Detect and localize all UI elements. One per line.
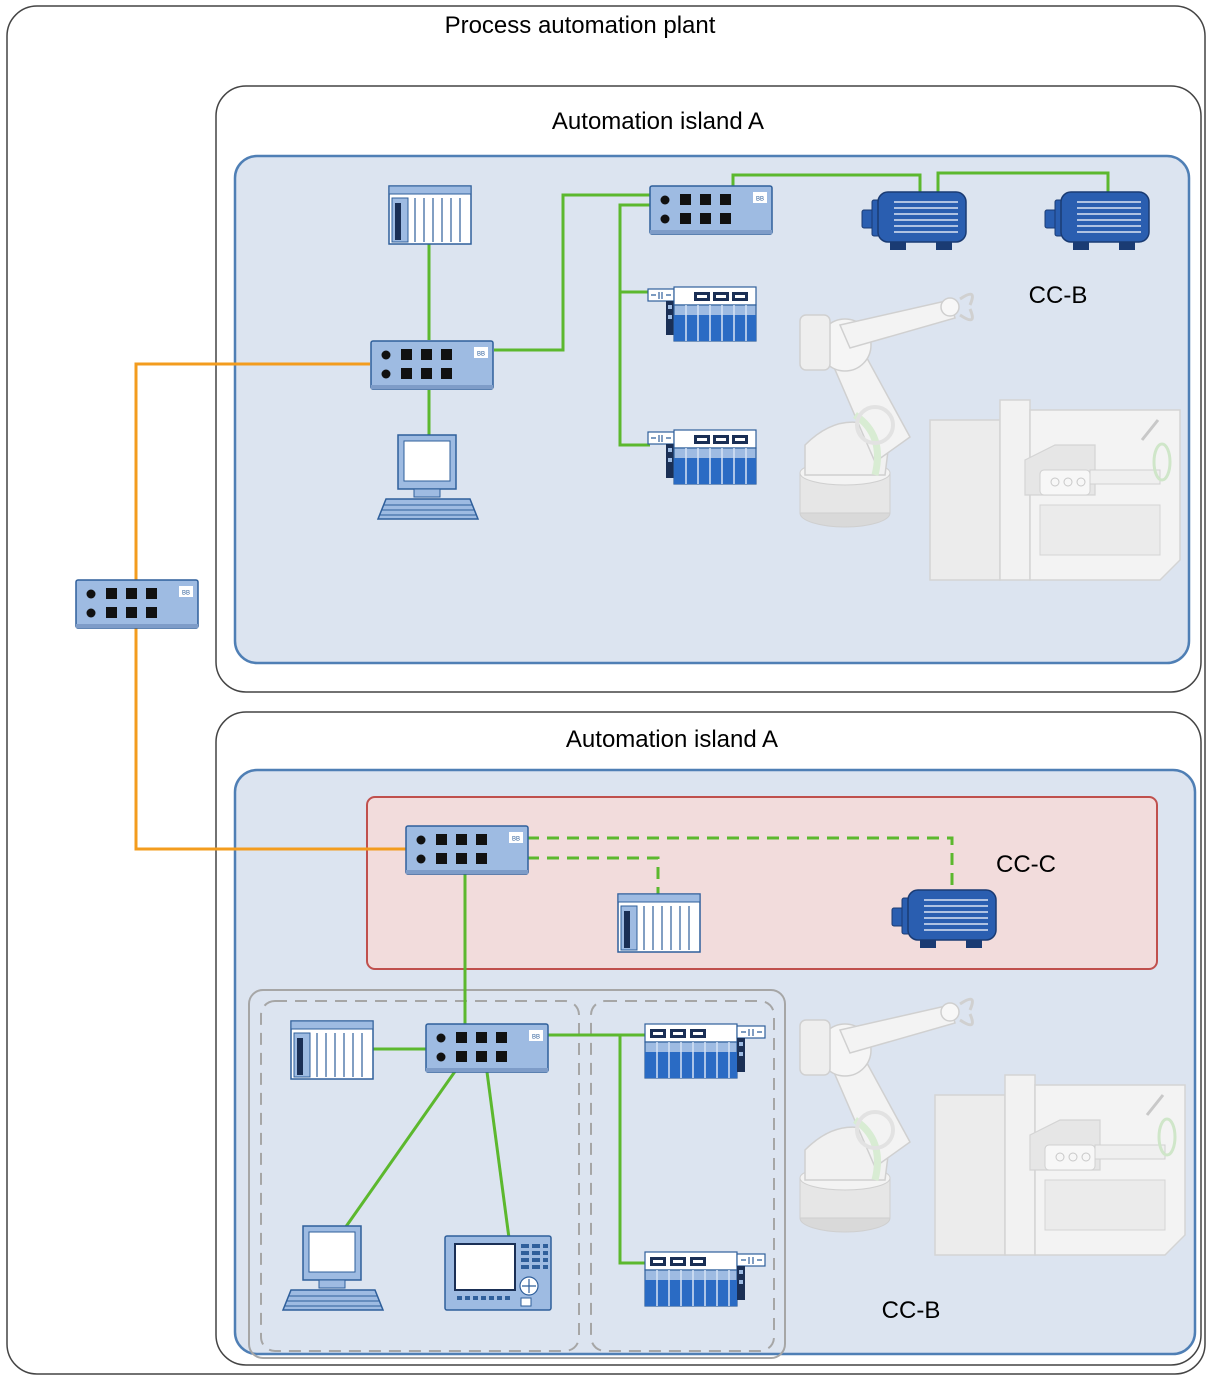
island-top-title: Automation island A: [552, 108, 764, 135]
switch-icon: [370, 340, 494, 390]
plc-icon: [290, 1020, 374, 1080]
island-bottom-title: Automation island A: [566, 726, 778, 753]
cc-b-label-bottom: CC-B: [882, 1297, 941, 1324]
plc-icon: [388, 185, 472, 245]
switch-icon: [405, 825, 529, 875]
cc-c-label: CC-C: [996, 851, 1056, 878]
plant-title: Process automation plant: [445, 12, 716, 39]
lathe-machine-icon: [928, 398, 1182, 582]
switch-icon: [649, 185, 773, 235]
controller-subgroup: [260, 1000, 580, 1352]
cc-c-dashed-links: [527, 836, 954, 895]
plc-icon: [617, 893, 701, 953]
top-links: [427, 171, 1110, 447]
switch-icon: [425, 1023, 549, 1073]
cc-c-zone: [366, 796, 1158, 970]
hmi-panel-icon: [444, 1235, 552, 1311]
bottom-links: [343, 873, 645, 1265]
switch-icon: [75, 579, 199, 629]
cc-b-label-top: CC-B: [1029, 282, 1088, 309]
lathe-machine-icon: [933, 1073, 1187, 1257]
uplink: [134, 362, 406, 851]
device-group: [248, 989, 786, 1359]
